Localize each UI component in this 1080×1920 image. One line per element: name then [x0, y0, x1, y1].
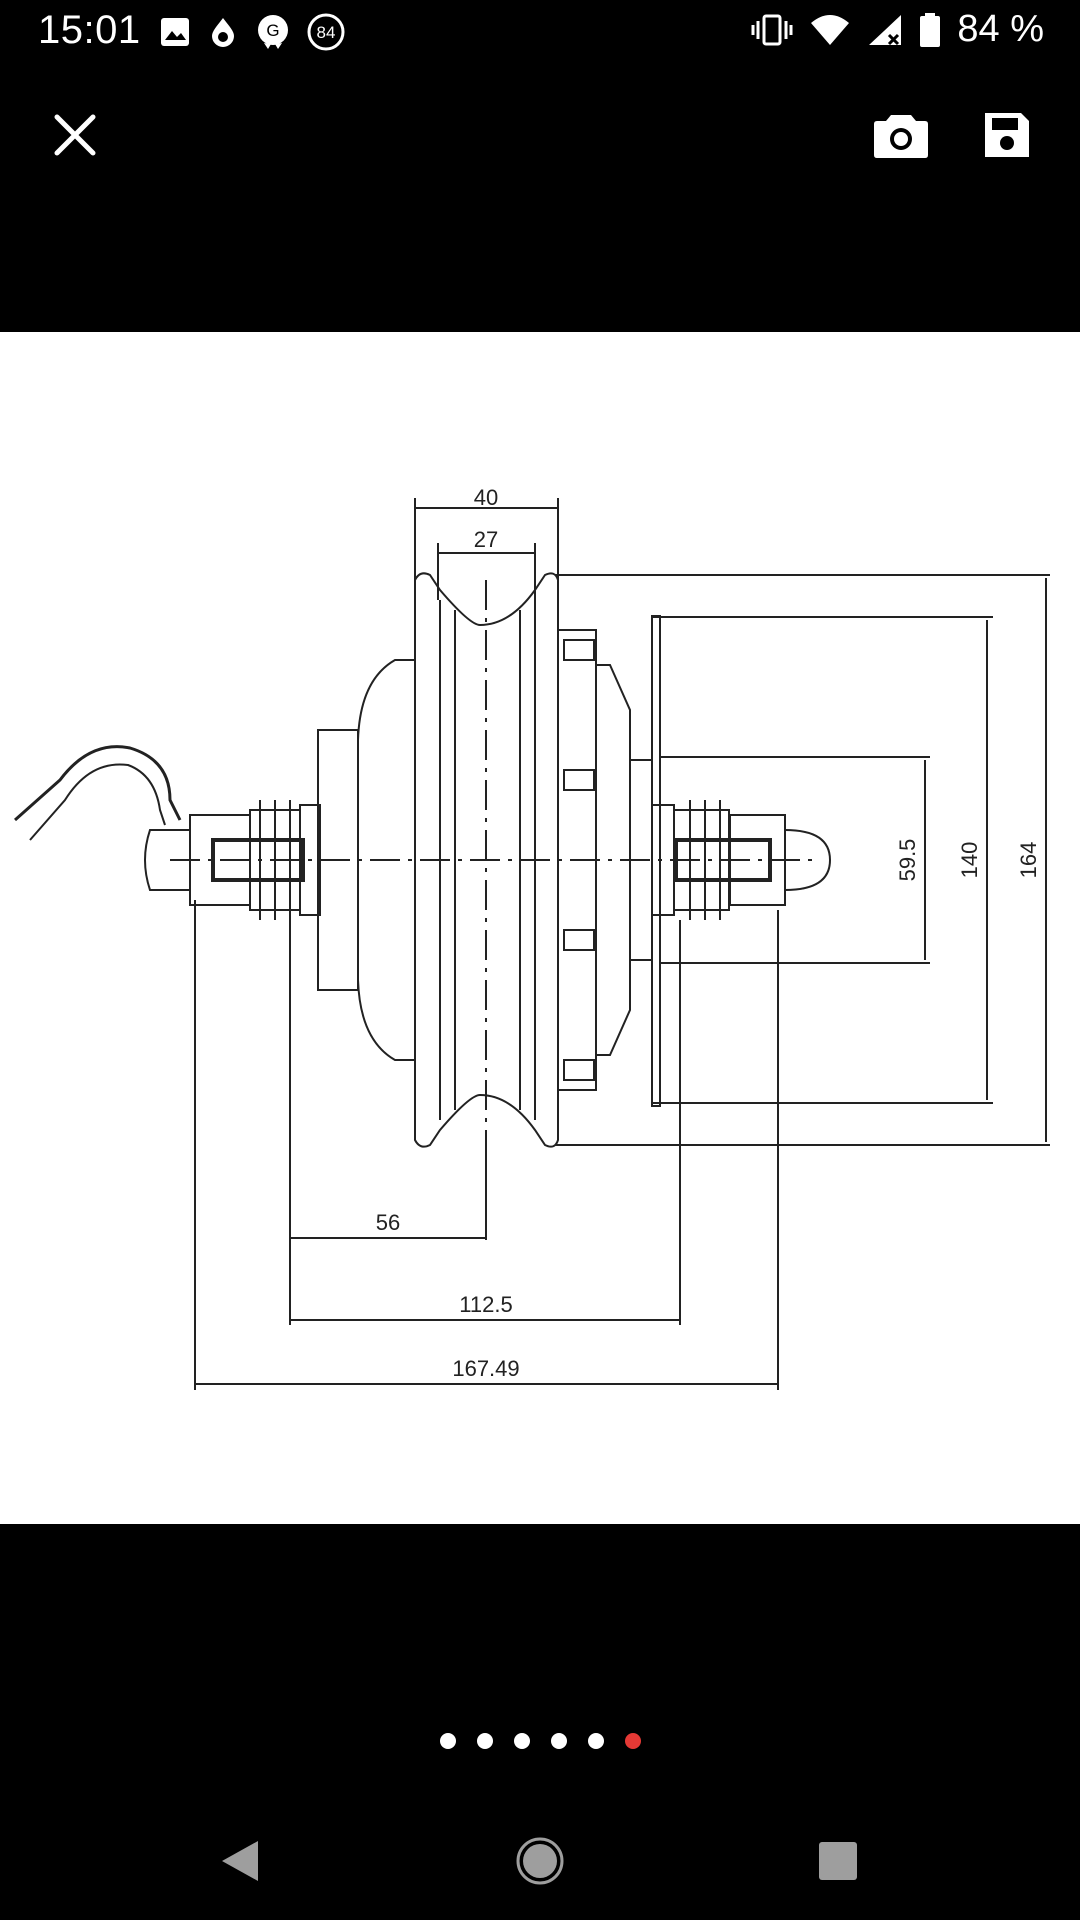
pager-dot[interactable] — [550, 1733, 567, 1749]
home-button[interactable] — [500, 1826, 580, 1896]
pager-dot[interactable] — [476, 1733, 493, 1749]
dim-bottom-1: 56 — [376, 1210, 400, 1235]
g-badge-icon: G — [258, 15, 288, 49]
save-button[interactable] — [972, 100, 1042, 170]
signal-icon — [869, 14, 902, 45]
battery-icon — [920, 12, 941, 47]
counter-badge-label: 84 — [317, 23, 336, 42]
camera-button[interactable] — [866, 100, 936, 170]
pager-dot[interactable] — [587, 1733, 604, 1749]
navigation-bar — [0, 1796, 1080, 1920]
dim-top-outer: 40 — [474, 485, 498, 510]
camera-icon — [874, 115, 928, 158]
home-icon — [516, 1837, 564, 1885]
pager-dots — [0, 1733, 1080, 1749]
notification-icons: G 84 — [158, 12, 346, 52]
battery-percent: 84 % — [957, 8, 1044, 50]
image-viewer[interactable]: 40 27 59.5 140 164 56 112.5 167.49 — [0, 332, 1080, 1524]
pager-dot[interactable] — [513, 1733, 530, 1749]
top-toolbar — [0, 64, 1080, 332]
pager-dot[interactable] — [439, 1733, 456, 1749]
back-button[interactable] — [200, 1826, 280, 1896]
recents-icon — [819, 1842, 857, 1880]
hub-motor-drawing: 40 27 59.5 140 164 56 112.5 167.49 — [14, 485, 1050, 1390]
wifi-icon — [811, 14, 850, 45]
dim-right-small: 59.5 — [895, 839, 920, 882]
status-bar: 15:01 G 84 — [0, 0, 1080, 64]
close-icon — [54, 114, 96, 156]
status-time: 15:01 — [38, 8, 141, 52]
back-icon — [222, 1841, 258, 1881]
save-icon — [985, 113, 1029, 157]
g-badge-label: G — [266, 21, 279, 40]
vibrate-icon — [751, 14, 793, 45]
dim-bottom-2: 112.5 — [459, 1292, 512, 1317]
gallery-icon — [161, 18, 189, 46]
drop-icon — [212, 18, 234, 47]
counter-84-icon: 84 — [307, 13, 345, 51]
recents-button[interactable] — [798, 1826, 878, 1896]
system-icons: 84 % — [751, 8, 1044, 51]
dim-right-mid: 140 — [957, 842, 982, 879]
dim-right-outer: 164 — [1016, 842, 1041, 879]
dim-top-inner: 27 — [474, 527, 498, 552]
close-button[interactable] — [40, 100, 110, 170]
dim-bottom-3: 167.49 — [452, 1356, 519, 1381]
pager-dot-active[interactable] — [624, 1733, 641, 1749]
